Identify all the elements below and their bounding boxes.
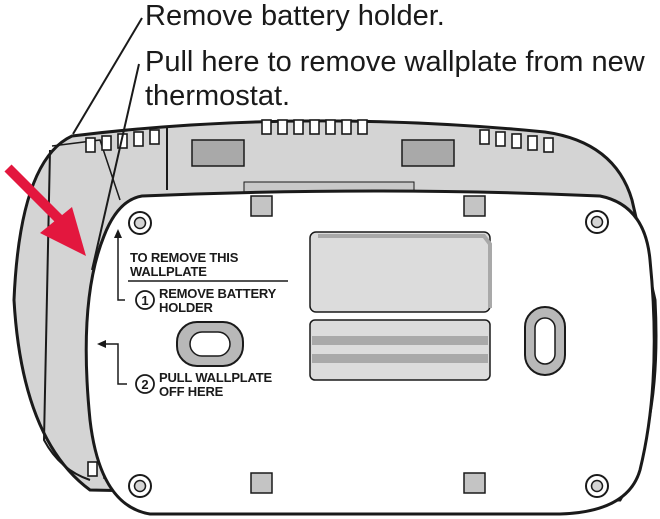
leader-line-battery [72, 17, 143, 135]
body-slot-right [401, 139, 455, 167]
arrow-up-head [114, 229, 122, 238]
screw-hole-bottom-left [128, 474, 152, 498]
red-pointer-arrow [4, 164, 86, 256]
battery-holder-outline [51, 139, 121, 201]
label-step2-line2: OFF HERE [159, 384, 224, 399]
label-step1-line2: HOLDER [159, 300, 214, 315]
step1-circle [135, 290, 155, 310]
label-step1-line1: REMOVE BATTERY [159, 286, 277, 301]
upper-recess [309, 231, 492, 313]
body-slot-left [191, 139, 245, 167]
step-bracket-arrow-up [117, 232, 125, 301]
terminal-strip [309, 319, 491, 381]
step1-number: 1 [141, 293, 148, 308]
step2-bracket-arrow [104, 343, 127, 385]
screw-hole-bottom-right [585, 474, 609, 498]
mounting-pads [250, 195, 486, 494]
label-step2-line1: PULL WALLPLATE [159, 370, 273, 385]
callout-pull-here-line2: thermostat. [145, 80, 290, 112]
label-heading-line1: TO REMOVE THIS [130, 250, 239, 265]
top-vent-tabs [85, 119, 554, 153]
label-heading-line2: WALLPLATE [130, 264, 207, 279]
step2-number: 2 [141, 377, 148, 392]
screw-hole-top-right [585, 210, 609, 234]
callout-remove-battery-holder: Remove battery holder. [145, 0, 445, 32]
body-inner-edge [42, 149, 91, 481]
screw-hole-top-left [128, 211, 152, 235]
arrow-left-head [97, 340, 106, 348]
oval-slot-right [524, 306, 566, 376]
callout-pull-here-line1: Pull here to remove wallplate from new [145, 46, 646, 78]
step2-circle [135, 374, 155, 394]
oval-slot-left [176, 321, 244, 367]
leader-line-pull [91, 63, 140, 271]
